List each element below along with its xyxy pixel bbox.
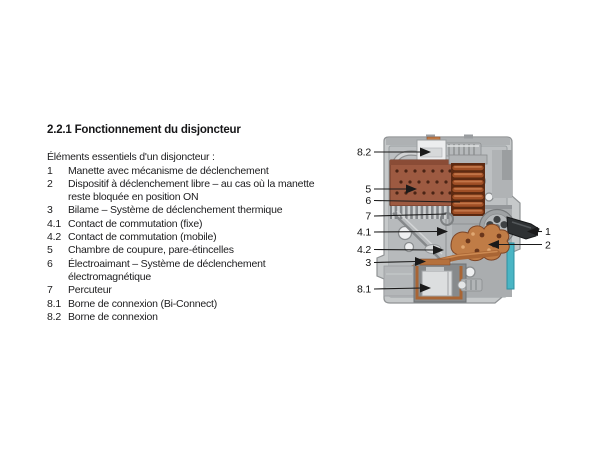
diagram-label-4-2: 4.2 <box>357 244 371 256</box>
item-text: Borne de connexion (Bi-Connect) <box>68 297 218 310</box>
item-text: Borne de connexion <box>68 310 158 323</box>
list-item: 3 Bilame – Système de déclenchement ther… <box>47 204 350 217</box>
diagram-label-8-1: 8.1 <box>357 284 371 296</box>
item-text: Bilame – Système de déclenchement thermi… <box>68 204 283 217</box>
diagram-label-8-2: 8.2 <box>357 147 371 159</box>
item-text: Électroaimant – Système de déclenchement… <box>68 257 266 283</box>
clip-strip <box>506 242 515 290</box>
toggle-handle <box>506 216 540 240</box>
item-number: 2 <box>47 177 53 190</box>
housing-top-tab <box>426 134 435 139</box>
breaker-diagram: 8.2 5 6 7 4.1 4.2 3 8.1 1 2 <box>338 124 590 322</box>
section-heading: 2.2.1 Fonctionnement du disjoncteur <box>47 124 241 136</box>
diagram-label-3: 3 <box>365 257 371 269</box>
bottom-terminal <box>413 258 483 303</box>
parts-list: 1 Manette avec mécanisme de déclenchemen… <box>47 165 350 325</box>
list-item: 5 Chambre de coupure, pare-étincelles <box>47 244 350 257</box>
item-text: Percuteur <box>68 284 112 297</box>
housing-top-tab <box>464 134 473 139</box>
item-text: Manette avec mécanisme de déclenchement <box>68 164 269 177</box>
item-number: 1 <box>47 164 53 177</box>
item-text: Dispositif à déclenchement libre – au ca… <box>68 177 315 204</box>
item-text: Contact de commutation (fixe) <box>68 217 203 230</box>
item-number: 4.1 <box>47 217 61 230</box>
leader-lines <box>373 151 542 290</box>
interior-corner-notch <box>502 150 512 180</box>
diagram-label-6: 6 <box>365 195 371 207</box>
diagram-label-7: 7 <box>365 211 371 223</box>
item-text: Contact de commutation (mobile) <box>68 231 217 244</box>
section-text-block: 2.2.1 Fonctionnement du disjoncteur Élém… <box>47 124 350 324</box>
list-item: 4.1 Contact de commutation (fixe) <box>47 218 350 231</box>
list-item: 1 Manette avec mécanisme de déclenchemen… <box>47 165 350 178</box>
item-number: 6 <box>47 257 53 270</box>
list-item: 6 Électroaimant – Système de déclencheme… <box>47 258 350 285</box>
diagram-label-5: 5 <box>365 184 371 196</box>
diagram-label-2: 2 <box>545 240 551 252</box>
item-number: 8.1 <box>47 297 61 310</box>
list-item: 2 Dispositif à déclenchement libre – au … <box>47 178 350 205</box>
item-number: 5 <box>47 244 53 257</box>
breaker-cutaway-svg: 8.2 5 6 7 4.1 4.2 3 8.1 1 2 <box>357 134 551 304</box>
list-item: 8.2 Borne de connexion <box>47 311 350 324</box>
top-terminal <box>416 136 482 162</box>
diagram-labels: 8.2 5 6 7 4.1 4.2 3 8.1 1 2 <box>357 147 551 296</box>
bottom-left-recess <box>383 265 415 297</box>
item-text: Chambre de coupure, pare-étincelles <box>68 244 234 257</box>
arc-chute <box>389 159 453 219</box>
list-intro: Éléments essentiels d'un disjoncteur : <box>47 151 215 164</box>
leader-arrowheads <box>406 147 538 293</box>
diagram-label-4-1: 4.1 <box>357 227 371 239</box>
list-item: 4.2 Contact de commutation (mobile) <box>47 231 350 244</box>
item-number: 4.2 <box>47 231 61 244</box>
item-number: 7 <box>47 284 53 297</box>
diagram-label-1: 1 <box>545 226 551 238</box>
solenoid-coil <box>448 154 488 225</box>
housing-top-cap <box>386 138 510 145</box>
list-item: 8.1 Borne de connexion (Bi-Connect) <box>47 298 350 311</box>
item-number: 8.2 <box>47 310 61 323</box>
list-item: 7 Percuteur <box>47 284 350 297</box>
item-number: 3 <box>47 204 53 217</box>
